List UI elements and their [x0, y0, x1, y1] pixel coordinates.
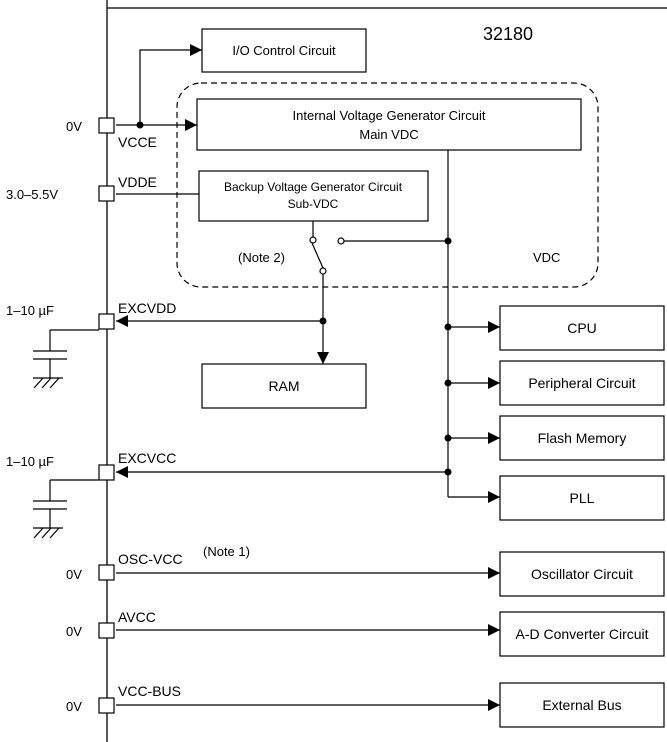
supply-vcce: 0V	[66, 119, 82, 134]
pin-vdde	[98, 185, 115, 202]
main-vdc-box	[196, 98, 582, 151]
pin-avcc	[98, 622, 115, 639]
pin-osc-vcc	[98, 564, 115, 581]
junctions	[136, 121, 452, 476]
vdc-label: VDC	[533, 250, 560, 265]
supply-excvdd: 1–10 µF	[6, 303, 54, 318]
switch-contact-main	[337, 237, 345, 245]
ext-bus-label: External Bus	[542, 697, 621, 713]
vdc-region	[176, 82, 599, 288]
pin-vcce	[98, 117, 115, 134]
supply-vdde: 3.0–5.5V	[6, 187, 58, 202]
cpu-label: CPU	[567, 320, 597, 336]
ram-box	[201, 363, 367, 409]
io-control-label: I/O Control Circuit	[232, 43, 336, 58]
capacitor-excvdd	[33, 329, 99, 389]
capacitor-excvcc	[33, 479, 99, 539]
pin-label-avcc: AVCC	[118, 609, 156, 625]
cpu-box	[499, 305, 665, 351]
pin-label-vdde: VDDE	[118, 174, 157, 190]
adc-label: A-D Converter Circuit	[515, 626, 648, 642]
sub-vdc-label-1: Backup Voltage Generator Circuit	[224, 180, 403, 194]
note-2: (Note 2)	[238, 250, 285, 265]
pll-box	[499, 475, 665, 521]
pin-label-excvdd: EXCVDD	[118, 300, 176, 316]
ext-bus-box	[499, 682, 665, 728]
note-1: (Note 1)	[203, 544, 250, 559]
pin-vcc-bus	[98, 697, 115, 714]
switch-contact-out	[319, 267, 327, 275]
peripheral-label: Peripheral Circuit	[528, 375, 635, 391]
main-vdc-label-1: Internal Voltage Generator Circuit	[293, 108, 486, 123]
supply-excvcc: 1–10 µF	[6, 454, 54, 469]
pll-label: PLL	[570, 490, 595, 506]
main-vdc-label-2: Main VDC	[359, 127, 418, 142]
pin-excvcc	[98, 464, 115, 481]
ram-label: RAM	[268, 378, 299, 394]
wiring	[33, 44, 500, 711]
sub-vdc-label-2: Sub-VDC	[288, 197, 339, 211]
chip-name: 32180	[483, 24, 533, 44]
supply-vcc-bus: 0V	[66, 699, 82, 714]
pin-label-vcc-bus: VCC-BUS	[118, 683, 181, 699]
flash-label: Flash Memory	[538, 430, 627, 446]
pin-label-osc-vcc: OSC-VCC	[118, 551, 183, 567]
sub-vdc-box	[198, 170, 429, 222]
pin-label-excvcc: EXCVCC	[118, 450, 176, 466]
adc-box	[499, 611, 665, 657]
switch-blade	[311, 242, 324, 269]
io-control-box	[201, 28, 367, 73]
peripheral-box	[499, 360, 665, 406]
oscillator-label: Oscillator Circuit	[531, 566, 633, 582]
supply-osc-vcc: 0V	[66, 567, 82, 582]
wire-vcce-io	[139, 44, 202, 125]
oscillator-box	[499, 551, 665, 597]
pin-excvdd	[98, 313, 115, 330]
supply-avcc: 0V	[66, 624, 82, 639]
pin-label-vcce: VCCE	[118, 134, 157, 150]
switch-contact-sub	[309, 236, 317, 244]
